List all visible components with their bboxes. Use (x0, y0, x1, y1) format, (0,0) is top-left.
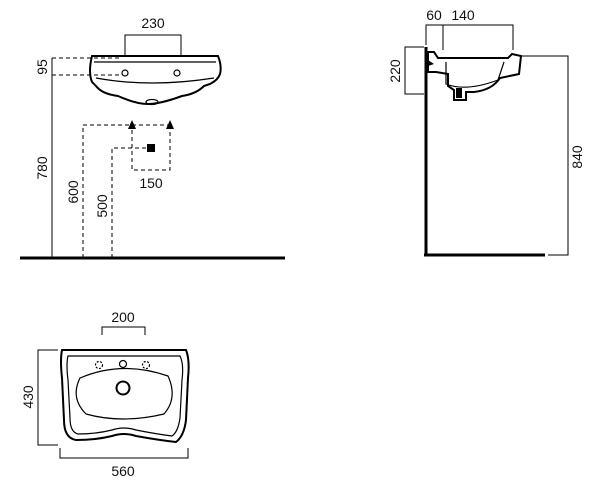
width-label: 560 (111, 463, 135, 479)
sink-side-bowl (445, 61, 505, 88)
tap-hole-right-icon (141, 360, 151, 370)
overall-height-label: 780 (34, 156, 50, 180)
hot-cold-height-label: 600 (65, 180, 81, 204)
wall-offset-label: 60 (426, 7, 442, 23)
depth-label: 430 (20, 385, 36, 409)
waste-outlet-front (145, 98, 159, 106)
sink-top-bowl (75, 367, 173, 420)
top-view: 200 430 560 (20, 309, 190, 479)
tap-hole-left-icon (94, 360, 104, 370)
tap-spacing-bracket (124, 34, 182, 55)
sink-side-wallbracket (428, 60, 434, 66)
dim-840-bracket (522, 55, 569, 256)
waste-pipe-icon (147, 144, 155, 152)
sink-side-body (427, 51, 523, 101)
tap-height-label: 95 (34, 59, 50, 75)
tap-hole-center-icon (118, 359, 128, 369)
bowl-depth-label: 140 (451, 7, 475, 23)
waste-offset-label: 150 (139, 175, 163, 191)
front-view: 230 95 780 600 500 150 (20, 15, 285, 260)
sink-top-rim (66, 355, 184, 437)
hot-valve-icon (166, 120, 174, 129)
dim-600-line (82, 124, 132, 258)
sink-side-pedestal (456, 88, 462, 98)
sink-front-apron (95, 77, 215, 84)
dim-200-bracket (101, 326, 146, 335)
waste-height-label: 500 (94, 194, 110, 218)
dim-60-bracket (425, 24, 443, 45)
dim-430-bracket (37, 349, 58, 446)
tap-spacing-label: 230 (141, 15, 165, 31)
side-view: 60 140 220 840 (387, 7, 585, 257)
tap-hole-right-icon (173, 69, 181, 77)
tap-hole-spacing-label: 200 (111, 309, 135, 325)
sink-height-label: 220 (387, 59, 403, 83)
dim-560-bracket (59, 448, 189, 459)
dim-140-bracket (443, 24, 514, 50)
sink-front-body (89, 55, 222, 106)
dim-500-line (111, 147, 151, 258)
dim-220-bracket (404, 46, 424, 95)
rim-height-label: 840 (569, 145, 585, 169)
cold-valve-icon (128, 120, 136, 129)
tap-hole-left-icon (121, 69, 129, 77)
drain-icon (115, 380, 131, 396)
dim-150-bracket (131, 130, 171, 171)
